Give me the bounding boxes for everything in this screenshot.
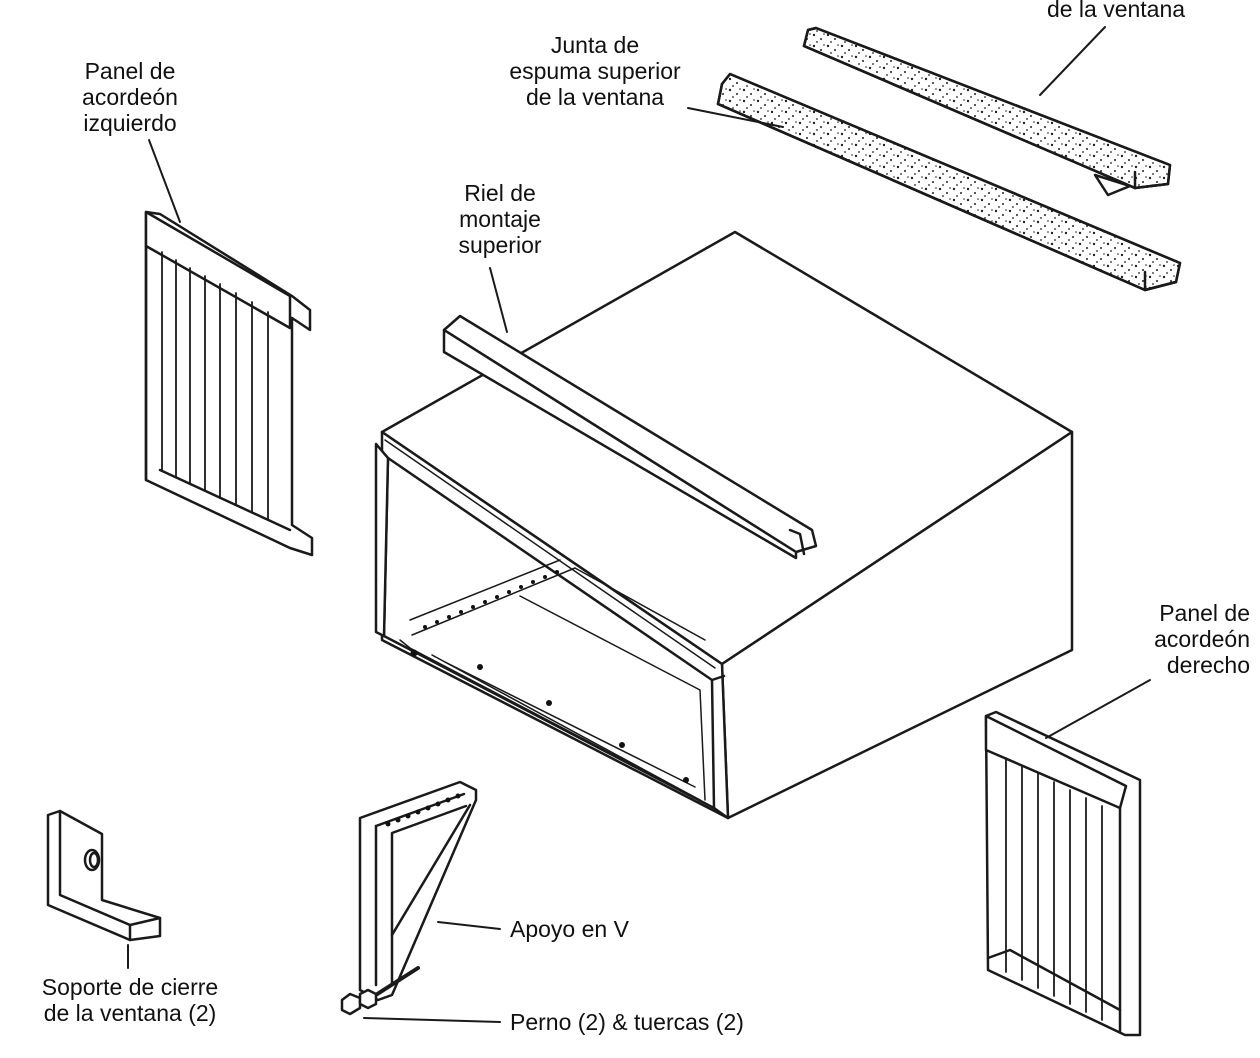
foam-strip-front	[716, 72, 1182, 292]
top-mounting-rail	[442, 314, 818, 560]
label-lock-bracket: Soporte de cierre de la ventana (2)	[41, 974, 219, 1026]
leader-lines	[127, 26, 1151, 1023]
leader-left-panel	[148, 139, 181, 223]
foam-strip-back	[802, 26, 1172, 197]
label-v-support: Apoyo en V	[510, 916, 629, 942]
bolts-and-nuts	[340, 966, 420, 1016]
label-right-panel: Panel de acordeón derecho	[1154, 600, 1250, 678]
left-accordion-panel	[144, 210, 314, 557]
leader-top-rail	[489, 267, 508, 333]
window-sleeve-box	[374, 230, 1074, 820]
window-lock-bracket	[46, 809, 162, 942]
leader-v-support	[437, 921, 501, 930]
label-top-rail: Riel de montaje superior	[458, 180, 542, 258]
leader-bolts	[363, 1017, 501, 1023]
right-accordion-panel	[984, 710, 1142, 1037]
leader-foam-upper	[687, 107, 784, 128]
label-left-panel: Panel de acordeón izquierdo	[82, 58, 178, 136]
label-foam-upper: Junta de espuma superior de la ventana	[509, 32, 681, 110]
leader-right-panel	[1045, 679, 1151, 739]
label-bolts: Perno (2) & tuercas (2)	[510, 1009, 744, 1035]
label-foam-top: de la ventana	[1046, 0, 1186, 22]
leader-foam-top	[1039, 26, 1106, 96]
